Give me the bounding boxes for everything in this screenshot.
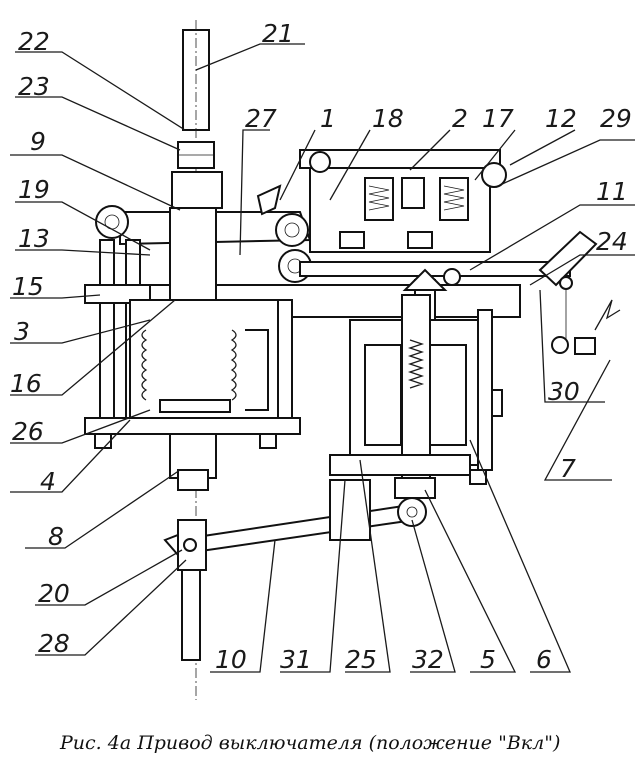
label-11: 11 xyxy=(596,177,628,206)
base-plate xyxy=(84,417,301,435)
roller-right xyxy=(275,213,309,247)
label-28: 28 xyxy=(38,629,70,658)
label-19: 19 xyxy=(18,175,50,204)
label-32: 32 xyxy=(412,645,444,674)
right-column xyxy=(477,309,493,471)
label-7: 7 xyxy=(560,454,576,483)
label-31: 31 xyxy=(280,645,312,674)
label-15: 15 xyxy=(12,272,44,301)
label-1: 1 xyxy=(320,104,336,133)
figure-caption: Рис. 4а Привод выключателя (положение "В… xyxy=(60,732,561,754)
label-2: 2 xyxy=(452,104,468,133)
label-8: 8 xyxy=(48,522,64,551)
label-4: 4 xyxy=(40,467,56,496)
label-29: 29 xyxy=(600,104,632,133)
switch-arm xyxy=(538,230,598,287)
label-17: 17 xyxy=(482,104,514,133)
label-9: 9 xyxy=(30,127,46,156)
label-24: 24 xyxy=(596,227,628,256)
leader-lines xyxy=(10,43,635,673)
label-27: 27 xyxy=(245,104,277,133)
label-20: 20 xyxy=(38,579,70,608)
bottom-lever xyxy=(188,503,416,554)
label-18: 18 xyxy=(372,104,404,133)
bottom-rod xyxy=(181,569,201,661)
latch xyxy=(256,184,282,216)
label-13: 13 xyxy=(18,224,50,253)
mechanism xyxy=(84,20,621,700)
callouts: 22 21 23 27 1 18 2 17 12 29 9 19 13 11 2… xyxy=(10,19,632,674)
label-12: 12 xyxy=(545,104,577,133)
label-16: 16 xyxy=(10,369,42,398)
roller-left xyxy=(95,205,129,239)
label-23: 23 xyxy=(18,72,50,101)
label-30: 30 xyxy=(548,377,580,406)
contact-springs xyxy=(364,177,469,221)
label-6: 6 xyxy=(536,645,552,674)
label-21: 21 xyxy=(262,19,294,48)
label-25: 25 xyxy=(345,645,377,674)
label-5: 5 xyxy=(480,645,496,674)
label-26: 26 xyxy=(12,417,44,446)
label-3: 3 xyxy=(14,317,30,346)
label-22: 22 xyxy=(18,27,50,56)
horizontal-link xyxy=(299,261,571,277)
label-10: 10 xyxy=(215,645,247,674)
sleeve xyxy=(171,171,223,209)
main-spring xyxy=(141,329,237,401)
